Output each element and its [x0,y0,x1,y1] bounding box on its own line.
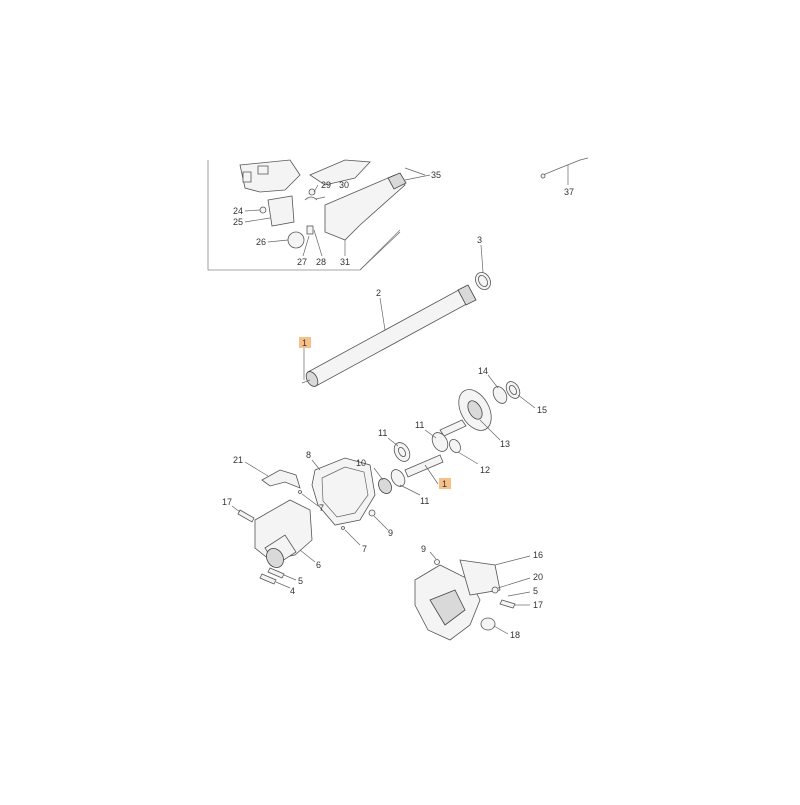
part-2-tube [301,284,477,387]
part-12-circlip [449,439,479,465]
inset-screw-24 [259,206,267,214]
inset-housing-left [239,159,301,193]
callout-3: 3 [477,235,482,245]
part-9-screw-a [368,509,389,531]
part-1-pinion-shaft [404,454,444,485]
callout-1-bottom: 1 [442,479,447,489]
callout-24: 24 [233,206,243,216]
callout-14: 14 [478,366,488,376]
callout-5-right: 5 [533,586,538,596]
part-10-seal [373,467,392,494]
part-13-gear [439,389,501,441]
callout-4: 4 [290,586,295,596]
callout-labels: 1 1 2 3 4 5 5 6 7 7 8 9 9 10 11 11 11 12… [222,170,574,640]
callout-9-lower: 9 [388,528,393,538]
callout-8: 8 [306,450,311,460]
callout-18: 18 [510,630,520,640]
part-8-gasket [311,457,376,526]
callout-11-right: 11 [415,420,424,430]
callout-2: 2 [376,288,381,298]
tube-end-left [305,371,319,387]
callout-28: 28 [316,257,326,267]
callout-25: 25 [233,217,243,227]
tube-body [307,285,475,387]
highlight-box-1-bottom [439,478,451,489]
callout-1-top: 1 [302,338,307,348]
inset-frame [207,160,401,271]
part-20-screw [491,577,531,594]
callout-35: 35 [431,170,441,180]
part-11-bearing-c [390,469,421,496]
part-5-screw-a [267,567,297,581]
part-6-housing [254,499,316,568]
inset-pin-27 [306,225,314,235]
callout-16: 16 [533,550,543,560]
callout-37: 37 [564,187,574,197]
inset-handle-end [387,172,407,190]
inset-cam-26 [287,231,305,249]
inset-clamp [267,195,295,227]
callout-5-left: 5 [298,576,303,586]
part-15-bearing [505,381,536,409]
part-4-screw [259,573,291,589]
callout-21: 21 [233,455,243,465]
part-11-bearing-b [424,429,449,452]
callout-29: 29 [321,180,331,190]
highlight-box-1-top [299,337,311,348]
callout-15: 15 [537,405,547,415]
part-17-screw-b [499,599,530,609]
callout-11-left: 11 [378,428,387,438]
part-18-cap [480,617,509,635]
callout-20: 20 [533,572,543,582]
tube-spline-end [457,284,477,306]
callout-26: 26 [256,237,266,247]
callout-17-right: 17 [533,600,543,610]
callout-7-upper: 7 [319,503,324,513]
callout-7-lower: 7 [362,544,367,554]
callout-6: 6 [316,560,321,570]
part-16-housing [414,555,531,641]
part-11-bearing-a [387,437,411,462]
part-21-bracket [244,461,301,489]
part-14-bearing [487,374,508,404]
part-7-pin-a [341,526,361,546]
inset-washer-29 [308,188,316,196]
inset-housing-detail [242,165,269,183]
part-17-screw-a [231,505,255,523]
part-3-ring [475,244,491,290]
callout-10: 10 [356,458,366,468]
callout-13: 13 [500,439,510,449]
inset-lever [309,159,371,186]
callout-17-left: 17 [222,497,232,507]
shaft-1-tip [301,379,311,384]
part-37-cable [540,157,589,185]
callout-12: 12 [480,465,490,475]
part-9-screw-b [429,551,440,565]
callout-9-upper: 9 [421,544,426,554]
part-7-pin-b [298,490,319,507]
part-5-screw-b [507,591,531,597]
callout-31: 31 [340,257,350,267]
callout-27: 27 [297,257,307,267]
inset-assembly [207,159,431,271]
inset-spring-30 [304,196,318,201]
callout-11-bottom: 11 [420,496,429,506]
callout-30: 30 [339,180,349,190]
